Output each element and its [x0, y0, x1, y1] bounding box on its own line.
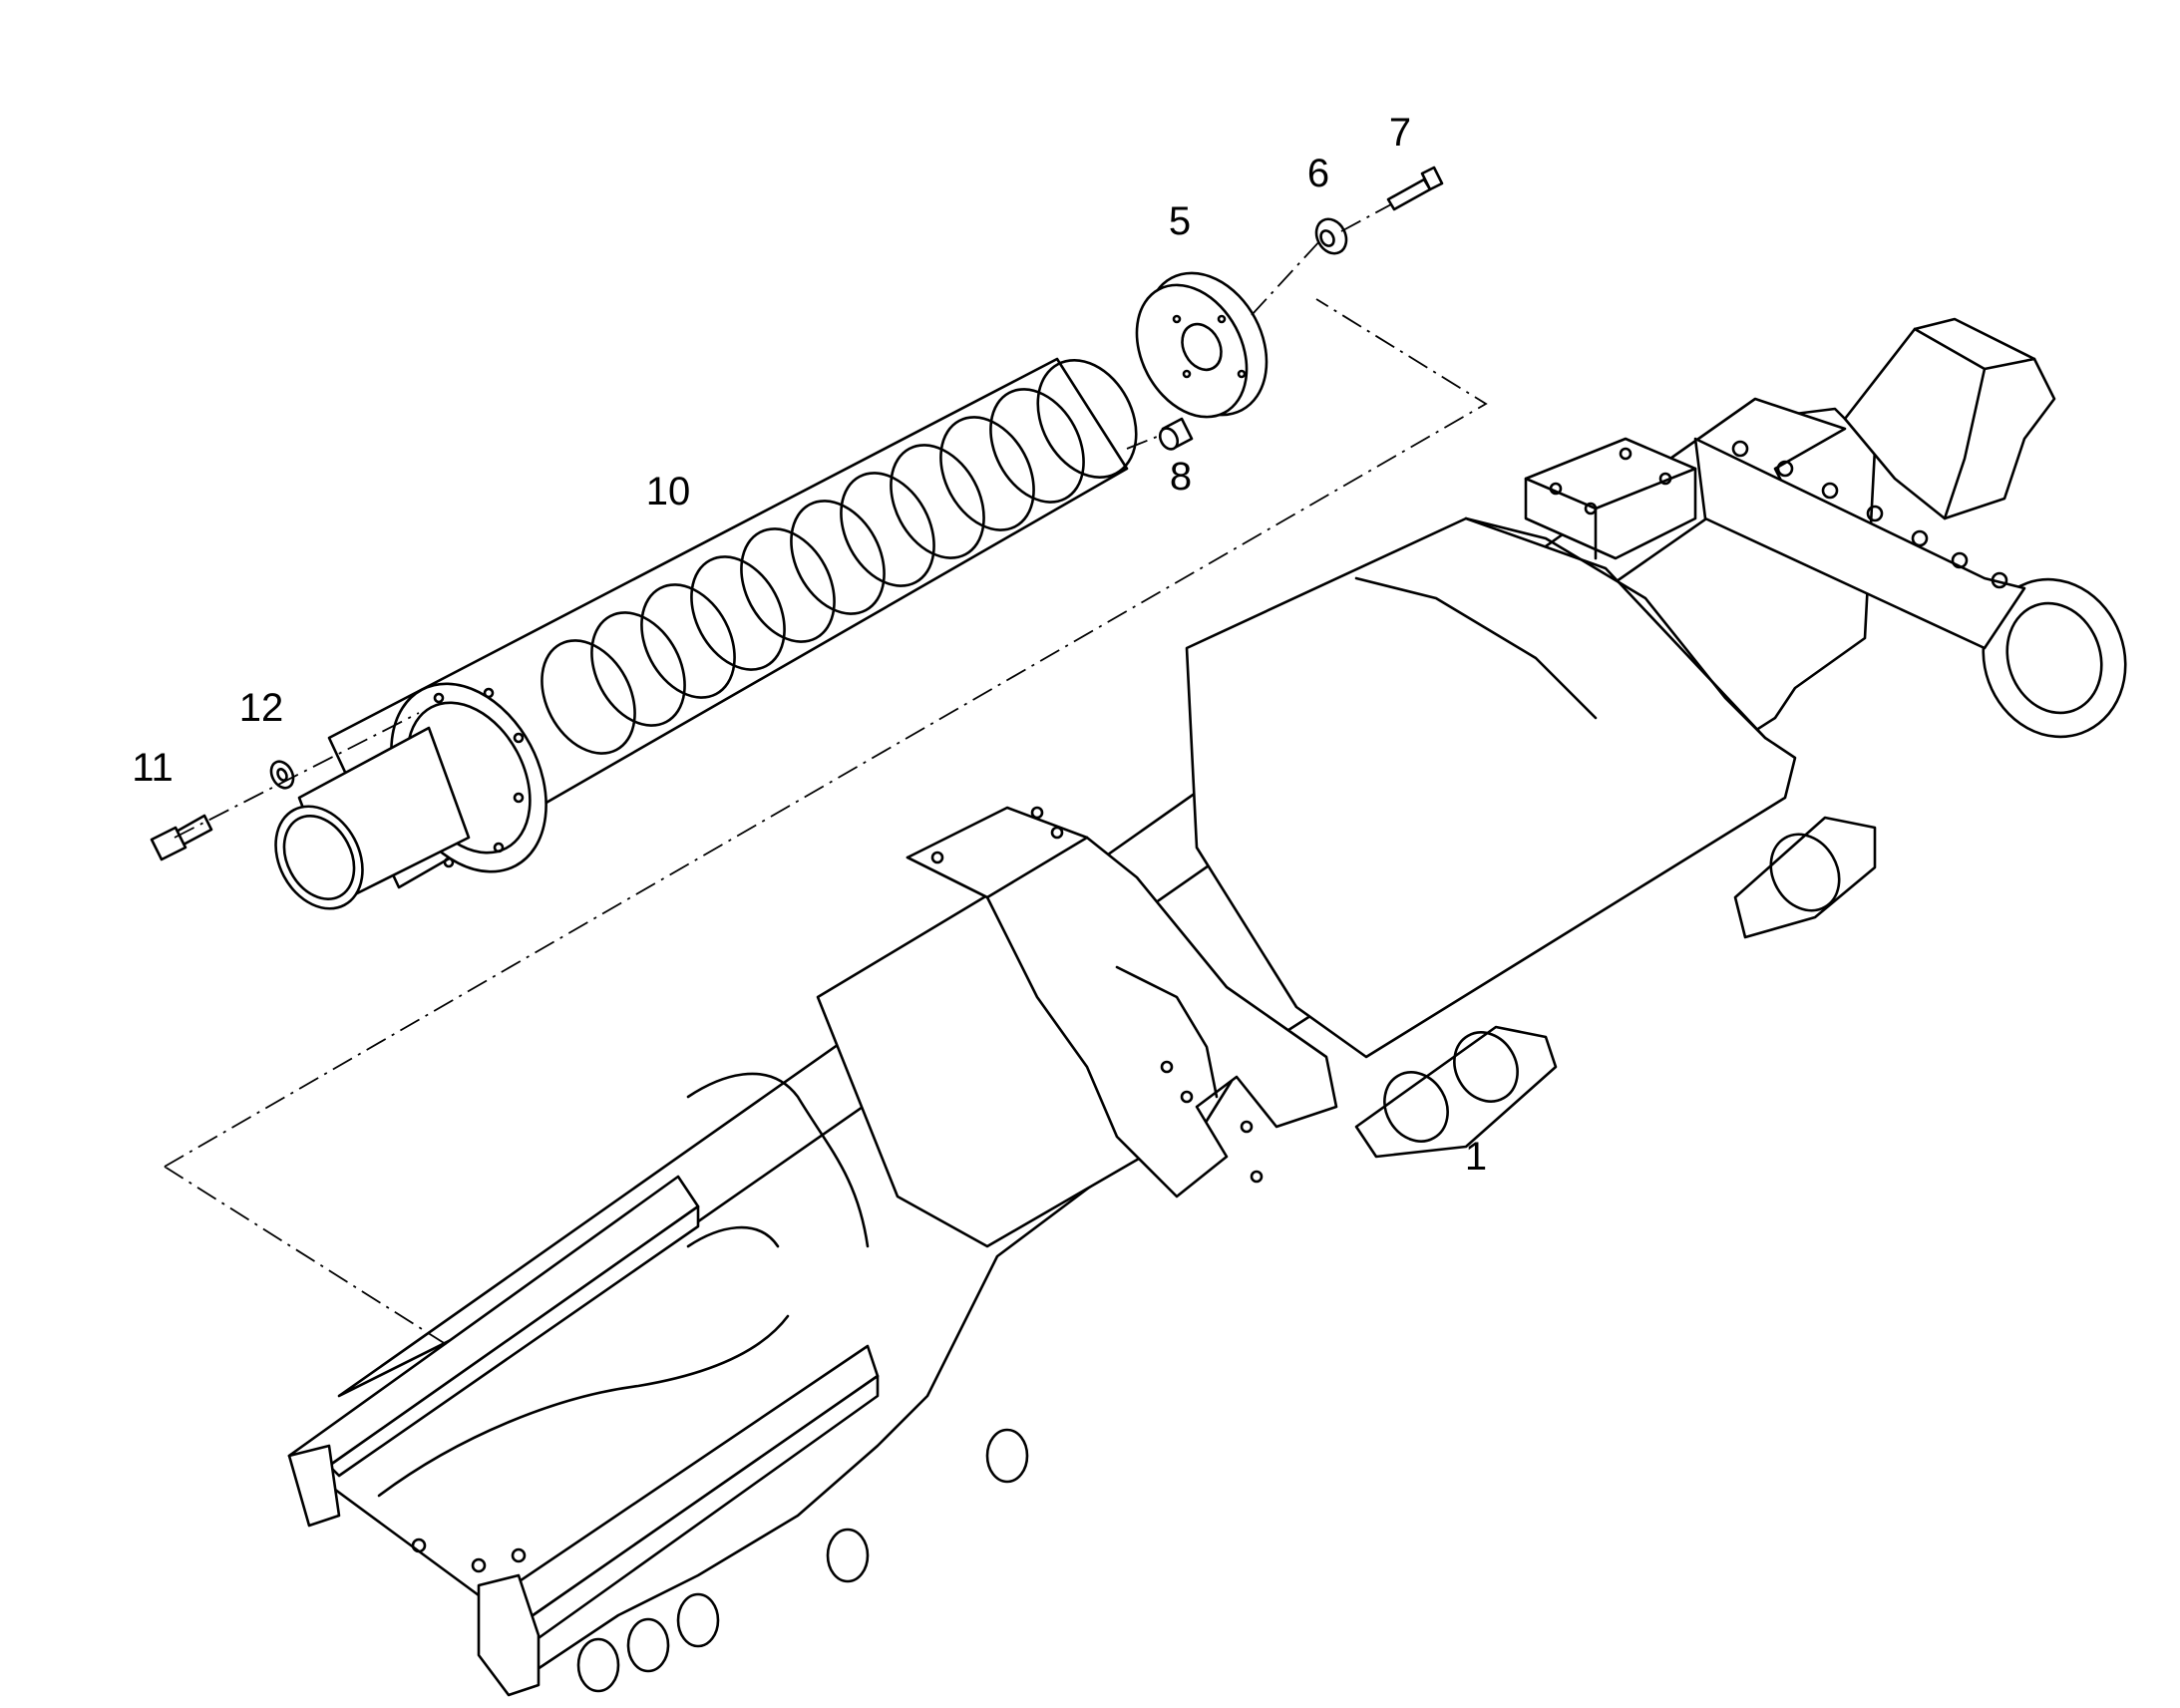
axis-line-right	[1126, 203, 1392, 450]
axis-line-left	[174, 712, 420, 839]
part-12-lock-washer	[269, 760, 295, 790]
part-7-bolt	[1386, 166, 1444, 211]
part-6-washer	[1314, 217, 1348, 255]
callout-part-10: 10	[645, 470, 691, 513]
callout-part-11: 11	[132, 746, 174, 790]
part-1-frame	[287, 317, 2127, 1697]
callout-part-8: 8	[1169, 455, 1193, 499]
part-10-roller	[274, 357, 1138, 910]
callout-part-1: 1	[1464, 1135, 1488, 1179]
part-5-flange-disc	[1135, 271, 1269, 419]
callout-part-6: 6	[1306, 152, 1330, 195]
callout-part-7: 7	[1388, 111, 1412, 155]
part-11-bolt	[150, 814, 213, 861]
assembly-guide-line	[164, 298, 1488, 1347]
callout-part-12: 12	[238, 686, 284, 730]
part-8-pin	[1158, 417, 1194, 451]
callout-part-5: 5	[1168, 199, 1192, 243]
